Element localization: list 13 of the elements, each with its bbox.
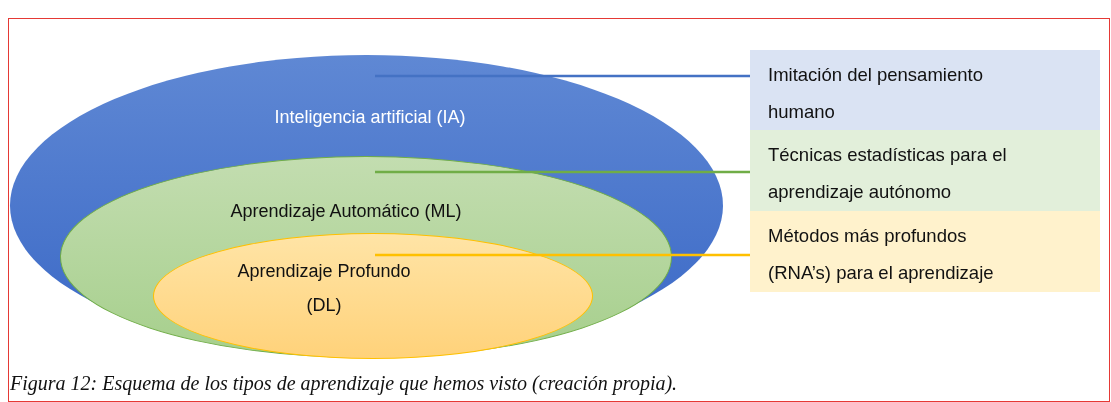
ellipse-label: Aprendizaje Profundo (DL) [236, 260, 412, 318]
ellipse-label: Aprendizaje Automático (ML) [229, 200, 463, 223]
description-text: Imitación del pensamiento humano [768, 63, 984, 124]
connector-line [375, 253, 750, 257]
description-box [750, 211, 1100, 292]
description-box [750, 50, 1100, 130]
connector-line [375, 170, 750, 174]
ellipse-label: Inteligencia artificial (IA) [273, 106, 467, 129]
connector-line [375, 74, 750, 78]
description-box [750, 130, 1100, 211]
description-text: Técnicas estadísticas para el aprendizaje autónomo [768, 143, 1008, 204]
description-text: Métodos más profundos (RNA’s) para el aprendizaje [768, 224, 995, 285]
figure-caption: Figura 12: Esquema de los tipos de aprendizaje que hemos visto (creación propia). [10, 372, 678, 395]
